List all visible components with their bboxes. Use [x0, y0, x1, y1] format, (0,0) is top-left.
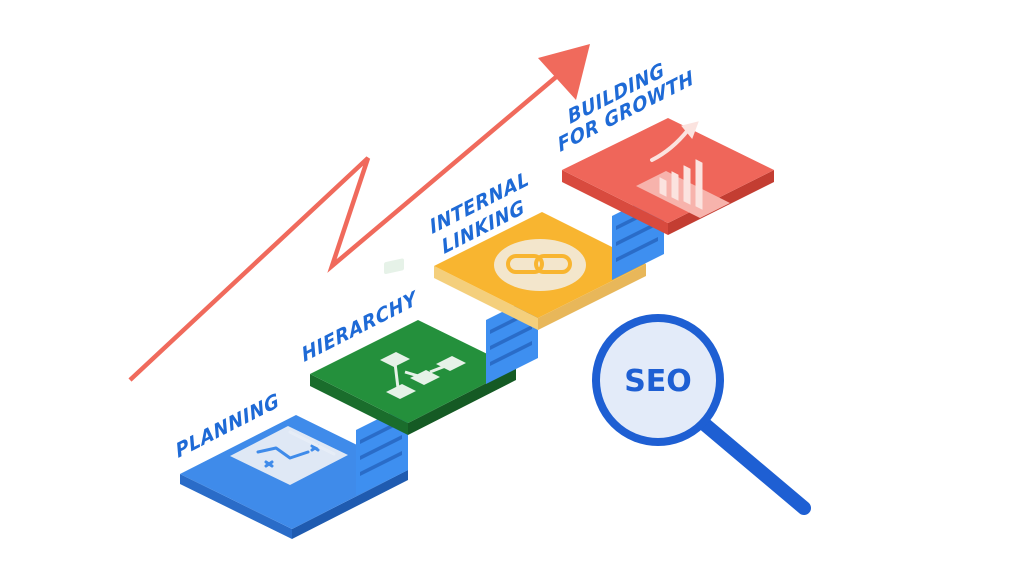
- roadmap-icon: [230, 426, 348, 485]
- zigzag-growth-arrow-icon: [128, 44, 590, 382]
- hierarchy-tile: [310, 320, 516, 435]
- growth-chart-icon: [636, 121, 730, 218]
- seo-label: SEO: [624, 364, 692, 399]
- magnifying-glass-icon: [592, 314, 811, 515]
- sitemap-icon: [380, 258, 466, 399]
- chain-link-icon: [494, 239, 586, 291]
